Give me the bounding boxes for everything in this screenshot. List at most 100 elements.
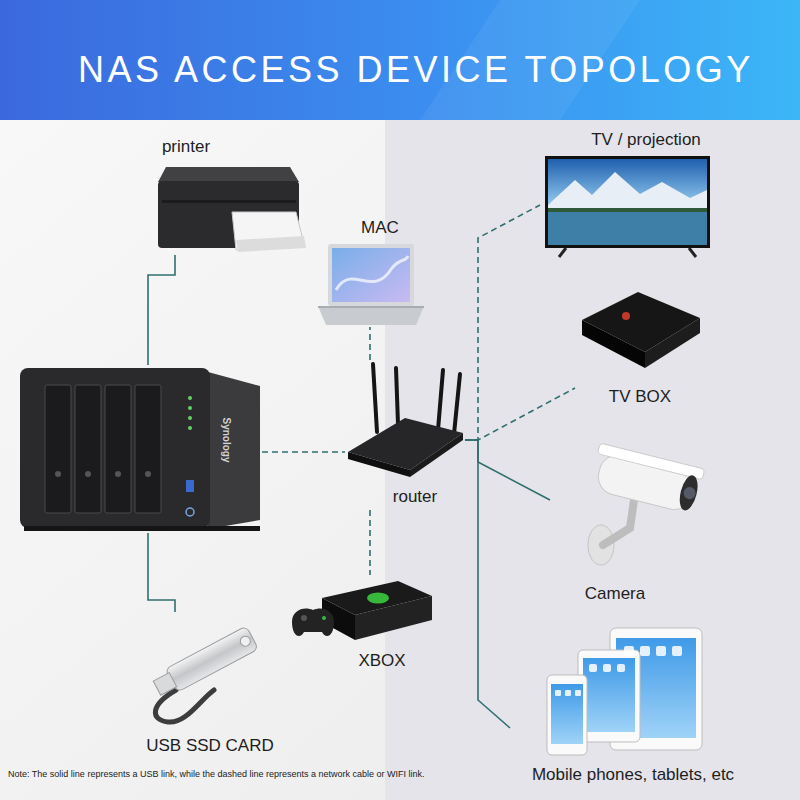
status-led <box>188 406 192 410</box>
phone <box>547 675 587 755</box>
device-label: TV BOX <box>609 387 671 407</box>
antenna <box>396 368 398 424</box>
tv-mountains <box>548 172 707 210</box>
bay-lock <box>85 471 91 477</box>
network-link <box>465 388 575 440</box>
usb-node: USB SSD CARD <box>145 612 285 760</box>
laptop-hinge <box>318 306 424 308</box>
nas-base <box>24 526 260 531</box>
network-link <box>369 327 371 360</box>
power-button <box>186 508 194 516</box>
printer-top <box>158 167 299 182</box>
nas-illustration <box>20 368 260 531</box>
nas-front <box>20 368 210 528</box>
app-icon <box>589 664 597 672</box>
camera-front <box>677 473 701 512</box>
controller-stick <box>301 615 307 621</box>
tvbox-node: TV BOX <box>575 290 705 410</box>
usb-link <box>465 440 510 728</box>
antenna <box>454 374 460 434</box>
tv-frame <box>545 156 710 248</box>
laptop-screen <box>332 248 410 302</box>
router-illustration <box>348 364 463 477</box>
app-icon <box>617 664 625 672</box>
camera-arm <box>603 500 634 545</box>
network-link <box>262 451 345 453</box>
usb-stick <box>151 626 259 700</box>
page-title: NAS ACCESS DEVICE TOPOLOGY <box>78 50 754 90</box>
app-icons <box>555 646 682 696</box>
usb-ring <box>239 634 253 648</box>
app-icon <box>555 690 561 696</box>
bay-lock <box>115 471 121 477</box>
printer-slot <box>162 200 296 203</box>
usb-port <box>186 480 194 492</box>
tvbox-top <box>582 292 700 352</box>
tv-illustration <box>545 156 710 257</box>
router-edge <box>410 433 463 477</box>
drive-bay <box>45 385 71 513</box>
device-label: USB SSD CARD <box>146 736 274 756</box>
title-banner <box>0 0 800 120</box>
controller <box>292 609 334 637</box>
xbox-top <box>322 581 432 615</box>
app-icon <box>640 646 650 656</box>
controller-button <box>322 616 326 620</box>
usb-link <box>148 255 175 365</box>
tvbox-logo <box>622 312 630 320</box>
printer-tray <box>236 236 306 252</box>
camera-illustration <box>588 443 705 565</box>
drive-bay <box>135 385 161 513</box>
tablet-screen <box>583 658 635 732</box>
drive-bay <box>105 385 131 513</box>
background-right <box>385 120 800 800</box>
tv-leg <box>689 248 696 257</box>
bay-lock <box>145 471 151 477</box>
device-label: router <box>393 487 437 507</box>
laptop-base <box>318 306 424 325</box>
tv-shore <box>548 208 707 212</box>
nas-side <box>208 372 260 529</box>
app-icon <box>672 646 682 656</box>
camera-head <box>589 443 705 515</box>
printer-illustration <box>158 167 306 252</box>
antenna <box>373 364 377 432</box>
phone-screen <box>551 684 583 744</box>
network-link <box>465 205 540 440</box>
screen-wave <box>336 256 408 290</box>
status-led <box>188 426 192 430</box>
device-label: Mobile phones, tablets, etc <box>532 765 734 785</box>
background-left <box>0 120 800 800</box>
device-label: MAC <box>361 218 399 238</box>
network-link <box>369 510 371 575</box>
tv-leg <box>559 248 566 257</box>
mobile-node: Mobile phones, tablets, etc <box>510 625 760 790</box>
app-icon <box>565 690 571 696</box>
app-icon <box>624 646 634 656</box>
tv-node: TV / projection <box>540 128 720 258</box>
nas-node: Synology <box>20 365 262 533</box>
laptop-node: MAC <box>318 215 424 327</box>
device-label: XBOX <box>358 651 405 671</box>
router-edge <box>348 452 410 477</box>
app-icon <box>603 664 611 672</box>
router-node: router <box>345 360 465 510</box>
usb-illustration <box>151 626 259 722</box>
app-icon <box>575 690 581 696</box>
xbox-logo <box>367 593 389 604</box>
device-label: TV / projection <box>591 130 701 150</box>
usb-body <box>165 626 258 692</box>
app-icon <box>656 646 666 656</box>
brand-mark: Synology <box>220 417 232 462</box>
usb-link <box>148 533 175 612</box>
antenna <box>438 370 443 430</box>
camera-hood <box>597 443 704 480</box>
usb-plug <box>153 673 176 696</box>
status-led <box>188 396 192 400</box>
tvbox-illustration <box>582 292 700 368</box>
tablets-illustration <box>547 628 702 755</box>
camera-node: Camera <box>550 455 700 605</box>
